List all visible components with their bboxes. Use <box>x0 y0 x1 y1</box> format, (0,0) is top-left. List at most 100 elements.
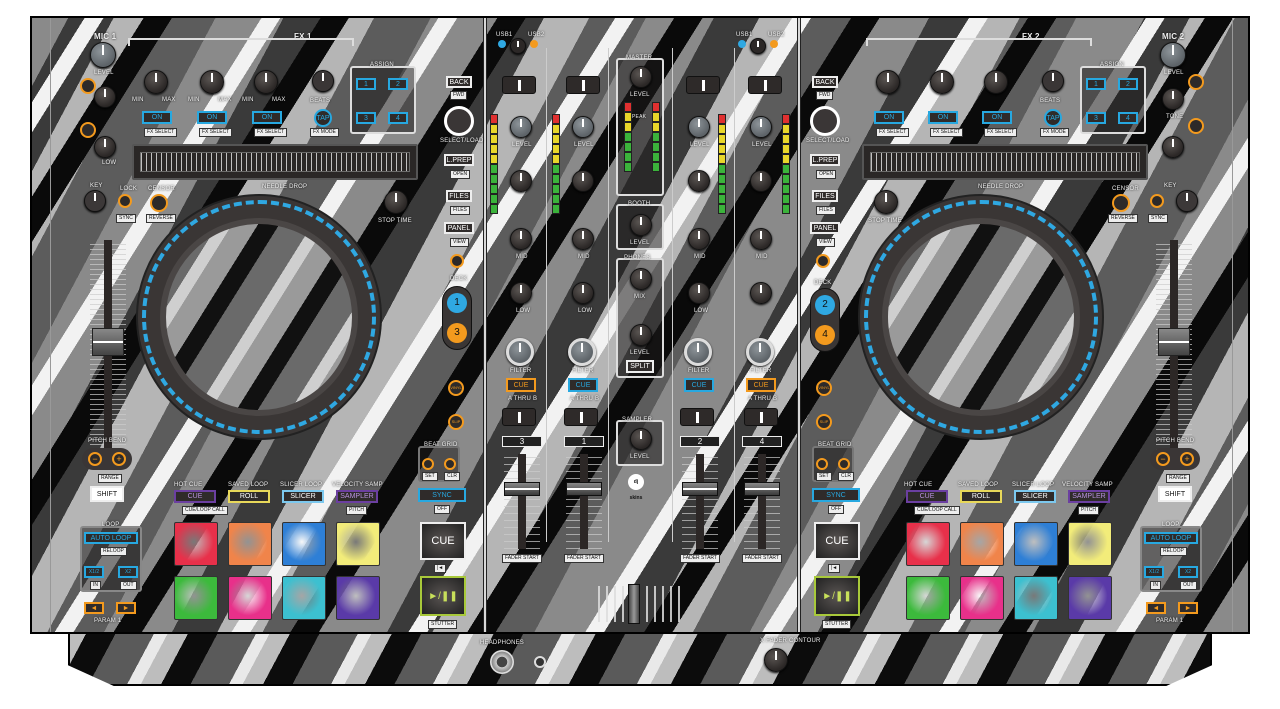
stop-time-knob-right[interactable] <box>874 190 898 214</box>
mid-knob-ch1[interactable] <box>572 228 594 250</box>
performance-pad-8-right[interactable] <box>1068 576 1112 620</box>
loop-half-button-right[interactable]: X1/2 <box>1144 566 1164 578</box>
lprep-button-right[interactable]: L.PREP <box>810 154 840 166</box>
channel-fader-ch2[interactable] <box>682 454 718 549</box>
fx2-knob-2[interactable] <box>930 70 954 94</box>
performance-pad-1-left[interactable] <box>174 522 218 566</box>
key-lock-button-left[interactable] <box>118 194 132 208</box>
param-prev-button-right[interactable]: ◄ <box>1146 602 1166 614</box>
performance-pad-1-right[interactable] <box>906 522 950 566</box>
usb-select-right[interactable] <box>750 38 766 54</box>
beat-grid-adjust-right[interactable] <box>816 458 828 470</box>
cue-button-right[interactable]: CUE <box>814 522 860 560</box>
slip-button-left[interactable]: SLIP <box>448 414 464 430</box>
channel-fader-ch3[interactable] <box>504 454 540 549</box>
phones-level-knob[interactable] <box>630 324 652 346</box>
fx1-knob-1[interactable] <box>144 70 168 94</box>
sampler-mode-right[interactable]: SAMPLER <box>1068 490 1110 503</box>
fx2-on-button-2[interactable]: ON <box>928 111 958 124</box>
sort-button-left[interactable] <box>450 254 464 268</box>
stop-time-knob-left[interactable] <box>384 190 408 214</box>
deck-4-button[interactable]: 4 <box>815 325 835 345</box>
fx2-beats-knob[interactable] <box>1042 70 1064 92</box>
files-button-right[interactable]: FILES <box>812 190 838 202</box>
master-level-knob[interactable] <box>630 66 652 88</box>
hot-cue-mode-left[interactable]: CUE <box>174 490 216 503</box>
sync-button-left[interactable]: SYNC <box>418 488 466 502</box>
booth-level-knob[interactable] <box>630 214 652 236</box>
performance-pad-4-left[interactable] <box>336 522 380 566</box>
loop-double-button-left[interactable]: X2 <box>118 566 138 578</box>
param-prev-button-left[interactable]: ◄ <box>84 602 104 614</box>
pitch-fader-left[interactable] <box>88 240 128 450</box>
auto-loop-button-left[interactable]: AUTO LOOP <box>84 532 138 544</box>
split-button[interactable]: SPLIT <box>626 360 654 373</box>
performance-pad-6-right[interactable] <box>960 576 1004 620</box>
low-knob-ch2[interactable] <box>688 282 710 304</box>
phones-mix-knob[interactable] <box>630 268 652 290</box>
lprep-button-left[interactable]: L.PREP <box>444 154 474 166</box>
sort-button-right[interactable] <box>816 254 830 268</box>
sampler-level-knob[interactable] <box>630 428 652 450</box>
fx1-assign-1[interactable]: 1 <box>356 78 376 90</box>
cue-button-ch4[interactable]: CUE <box>746 378 776 392</box>
mic2-tone-knob[interactable] <box>1162 88 1184 110</box>
hi-knob-ch1[interactable] <box>572 170 594 192</box>
fx2-on-button-3[interactable]: ON <box>982 111 1012 124</box>
beat-grid-adjust-left[interactable] <box>422 458 434 470</box>
select-load-knob-right[interactable] <box>810 106 840 136</box>
usb-select-left[interactable] <box>510 38 526 54</box>
fx2-assign-3[interactable]: 3 <box>1086 112 1106 124</box>
vinyl-button-left[interactable]: VINYL <box>448 380 464 396</box>
fx1-on-button-1[interactable]: ON <box>142 111 172 124</box>
fx1-beats-knob[interactable] <box>312 70 334 92</box>
filter-knob-ch4[interactable] <box>746 338 774 366</box>
filter-knob-ch3[interactable] <box>506 338 534 366</box>
hi-knob-ch2[interactable] <box>688 170 710 192</box>
pitch-bend-plus-left[interactable]: + <box>112 452 126 466</box>
fx1-knob-2[interactable] <box>200 70 224 94</box>
channel-fader-ch4[interactable] <box>744 454 780 549</box>
mic1-on-button[interactable] <box>80 78 96 94</box>
pitch-bend-plus-right[interactable]: + <box>1180 452 1194 466</box>
play-pause-button-right[interactable]: ►/❚❚ <box>814 576 860 616</box>
param-next-button-right[interactable]: ► <box>1178 602 1198 614</box>
jog-wheel-left[interactable] <box>136 194 382 440</box>
mic2-echo-button[interactable] <box>1188 118 1204 134</box>
hi-knob-ch4[interactable] <box>750 170 772 192</box>
performance-pad-3-right[interactable] <box>1014 522 1058 566</box>
headphones-jack-large[interactable] <box>490 650 514 674</box>
cue-button-ch1[interactable]: CUE <box>568 378 598 392</box>
back-button-left[interactable]: BACK <box>446 76 472 88</box>
deck-2-button[interactable]: 2 <box>815 295 835 315</box>
filter-knob-ch2[interactable] <box>684 338 712 366</box>
performance-pad-5-left[interactable] <box>174 576 218 620</box>
mic2-echo-knob[interactable] <box>1162 136 1184 158</box>
fx1-knob-3[interactable] <box>254 70 278 94</box>
crossfader-cap[interactable] <box>628 584 640 624</box>
mic1-talkover-button[interactable] <box>80 122 96 138</box>
trim-knob-ch3[interactable] <box>510 116 532 138</box>
jog-platter[interactable] <box>160 218 358 416</box>
key-select-knob-left[interactable] <box>84 190 106 212</box>
trim-knob-ch2[interactable] <box>688 116 710 138</box>
roll-mode-right[interactable]: ROLL <box>960 490 1002 503</box>
jog-wheel-right[interactable] <box>858 194 1104 440</box>
input-switch-ch2[interactable] <box>686 76 720 94</box>
mic1-hi-knob[interactable] <box>94 86 116 108</box>
fx2-assign-1[interactable]: 1 <box>1086 78 1106 90</box>
fx1-on-button-3[interactable]: ON <box>252 111 282 124</box>
key-lock-button-right[interactable] <box>1150 194 1164 208</box>
fx1-assign-2[interactable]: 2 <box>388 78 408 90</box>
pitch-bend-minus-right[interactable]: − <box>1156 452 1170 466</box>
fx1-assign-3[interactable]: 3 <box>356 112 376 124</box>
performance-pad-8-left[interactable] <box>336 576 380 620</box>
shift-button-left[interactable]: SHIFT <box>90 486 124 502</box>
loop-double-button-right[interactable]: X2 <box>1178 566 1198 578</box>
pitch-bend-minus-left[interactable]: − <box>88 452 102 466</box>
performance-pad-2-left[interactable] <box>228 522 272 566</box>
xfader-assign-ch1[interactable] <box>564 408 598 426</box>
cue-button-left[interactable]: CUE <box>420 522 466 560</box>
needle-drop-strip-right[interactable] <box>862 144 1148 180</box>
vinyl-button-right[interactable]: VINYL <box>816 380 832 396</box>
